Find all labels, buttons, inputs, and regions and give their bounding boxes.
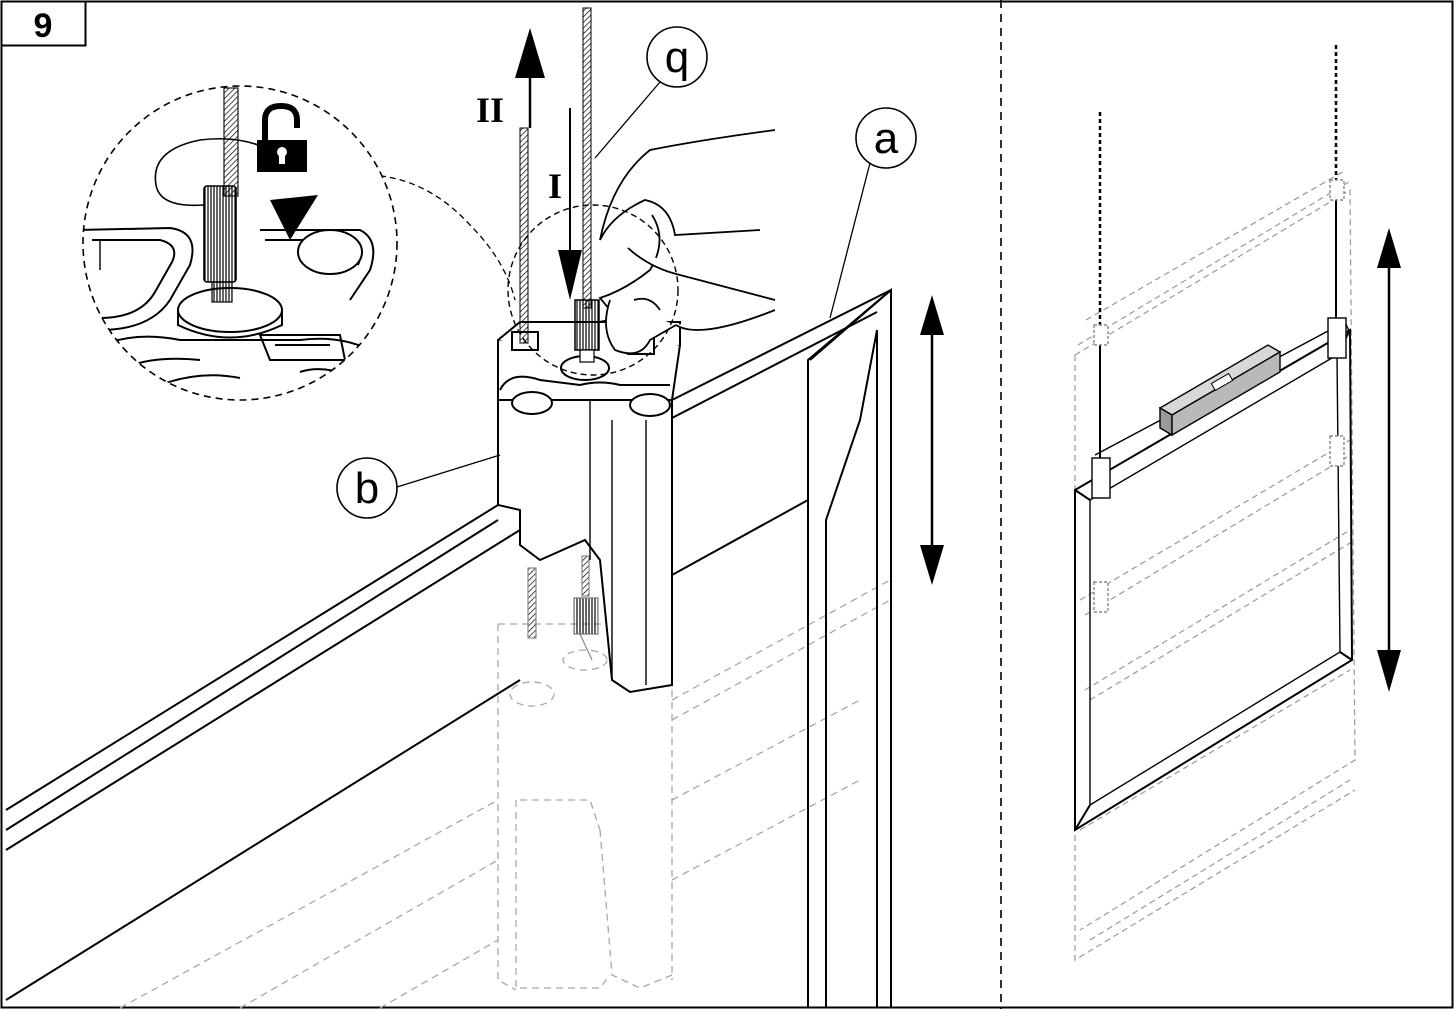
leader-q (594, 81, 661, 159)
step-number-box: 9 (0, 0, 87, 47)
label-I: I (548, 166, 562, 206)
arrow-up-II (515, 28, 545, 128)
callout-q-circle (646, 26, 708, 88)
unlocked-padlock-icon (257, 102, 307, 172)
suspension-cables (1098, 45, 1338, 465)
cable-q (582, 7, 592, 309)
double-headed-arrow-icon (920, 295, 944, 585)
bracket-b (497, 318, 682, 694)
hand (598, 129, 776, 355)
detail-callout (82, 85, 516, 401)
rod-left (519, 127, 529, 344)
callout-a-circle (855, 107, 917, 169)
double-headed-arrow-icon-right (1377, 228, 1401, 692)
knurled-nut (574, 299, 600, 363)
step-number: 9 (34, 7, 53, 45)
ghost-lower-position (119, 579, 891, 1009)
panel-a (5, 287, 892, 1008)
callout-b-circle (336, 457, 398, 519)
callout-a: a (874, 114, 899, 163)
callout-q: q (665, 33, 689, 82)
leader-b (396, 454, 501, 488)
rotate-arrow-icon (270, 195, 318, 240)
ghost-frame-positions (1074, 169, 1356, 962)
right-brackets (1091, 179, 1347, 613)
callout-b: b (355, 464, 379, 513)
spirit-level (1158, 344, 1282, 437)
leader-a (829, 162, 871, 319)
arrow-down-I (558, 108, 582, 300)
label-II: II (476, 90, 504, 130)
ghost-rods (527, 555, 599, 661)
detail-marker-circle (507, 204, 679, 376)
